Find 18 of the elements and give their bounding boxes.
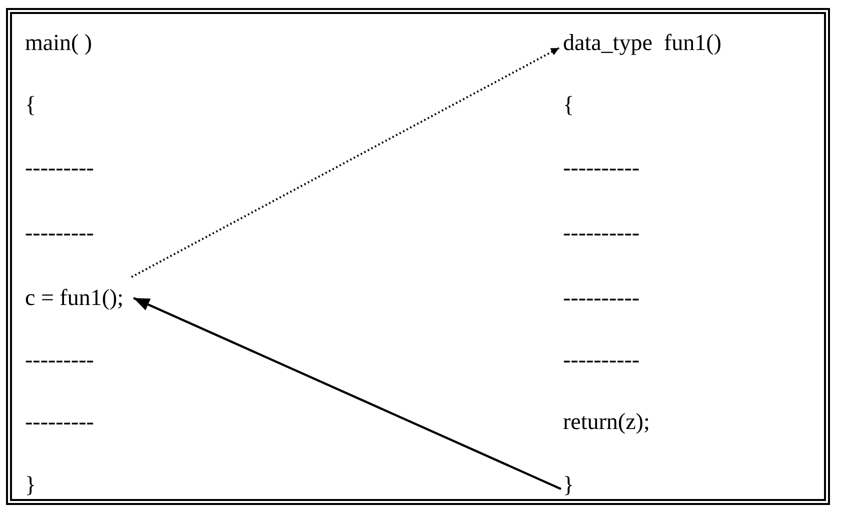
brace: { — [25, 92, 36, 118]
brace: } — [563, 472, 574, 498]
brace: } — [25, 472, 36, 498]
brace: { — [563, 92, 574, 118]
code-line: return(z); — [563, 409, 650, 435]
placeholder-dashes: --------- — [25, 347, 94, 373]
code-line: main( ) — [25, 30, 92, 56]
placeholder-dashes: ---------- — [563, 347, 640, 373]
placeholder-dashes: --------- — [25, 155, 94, 181]
arrow — [133, 297, 562, 490]
placeholder-dashes: ---------- — [563, 220, 640, 246]
placeholder-dashes: --------- — [25, 220, 94, 246]
dotted-arrow — [131, 47, 560, 278]
placeholder-dashes: --------- — [25, 409, 94, 435]
code-line: c = fun1(); — [25, 285, 124, 311]
placeholder-dashes: ---------- — [563, 155, 640, 181]
code-line: data_type fun1() — [563, 30, 722, 56]
placeholder-dashes: ---------- — [563, 285, 640, 311]
